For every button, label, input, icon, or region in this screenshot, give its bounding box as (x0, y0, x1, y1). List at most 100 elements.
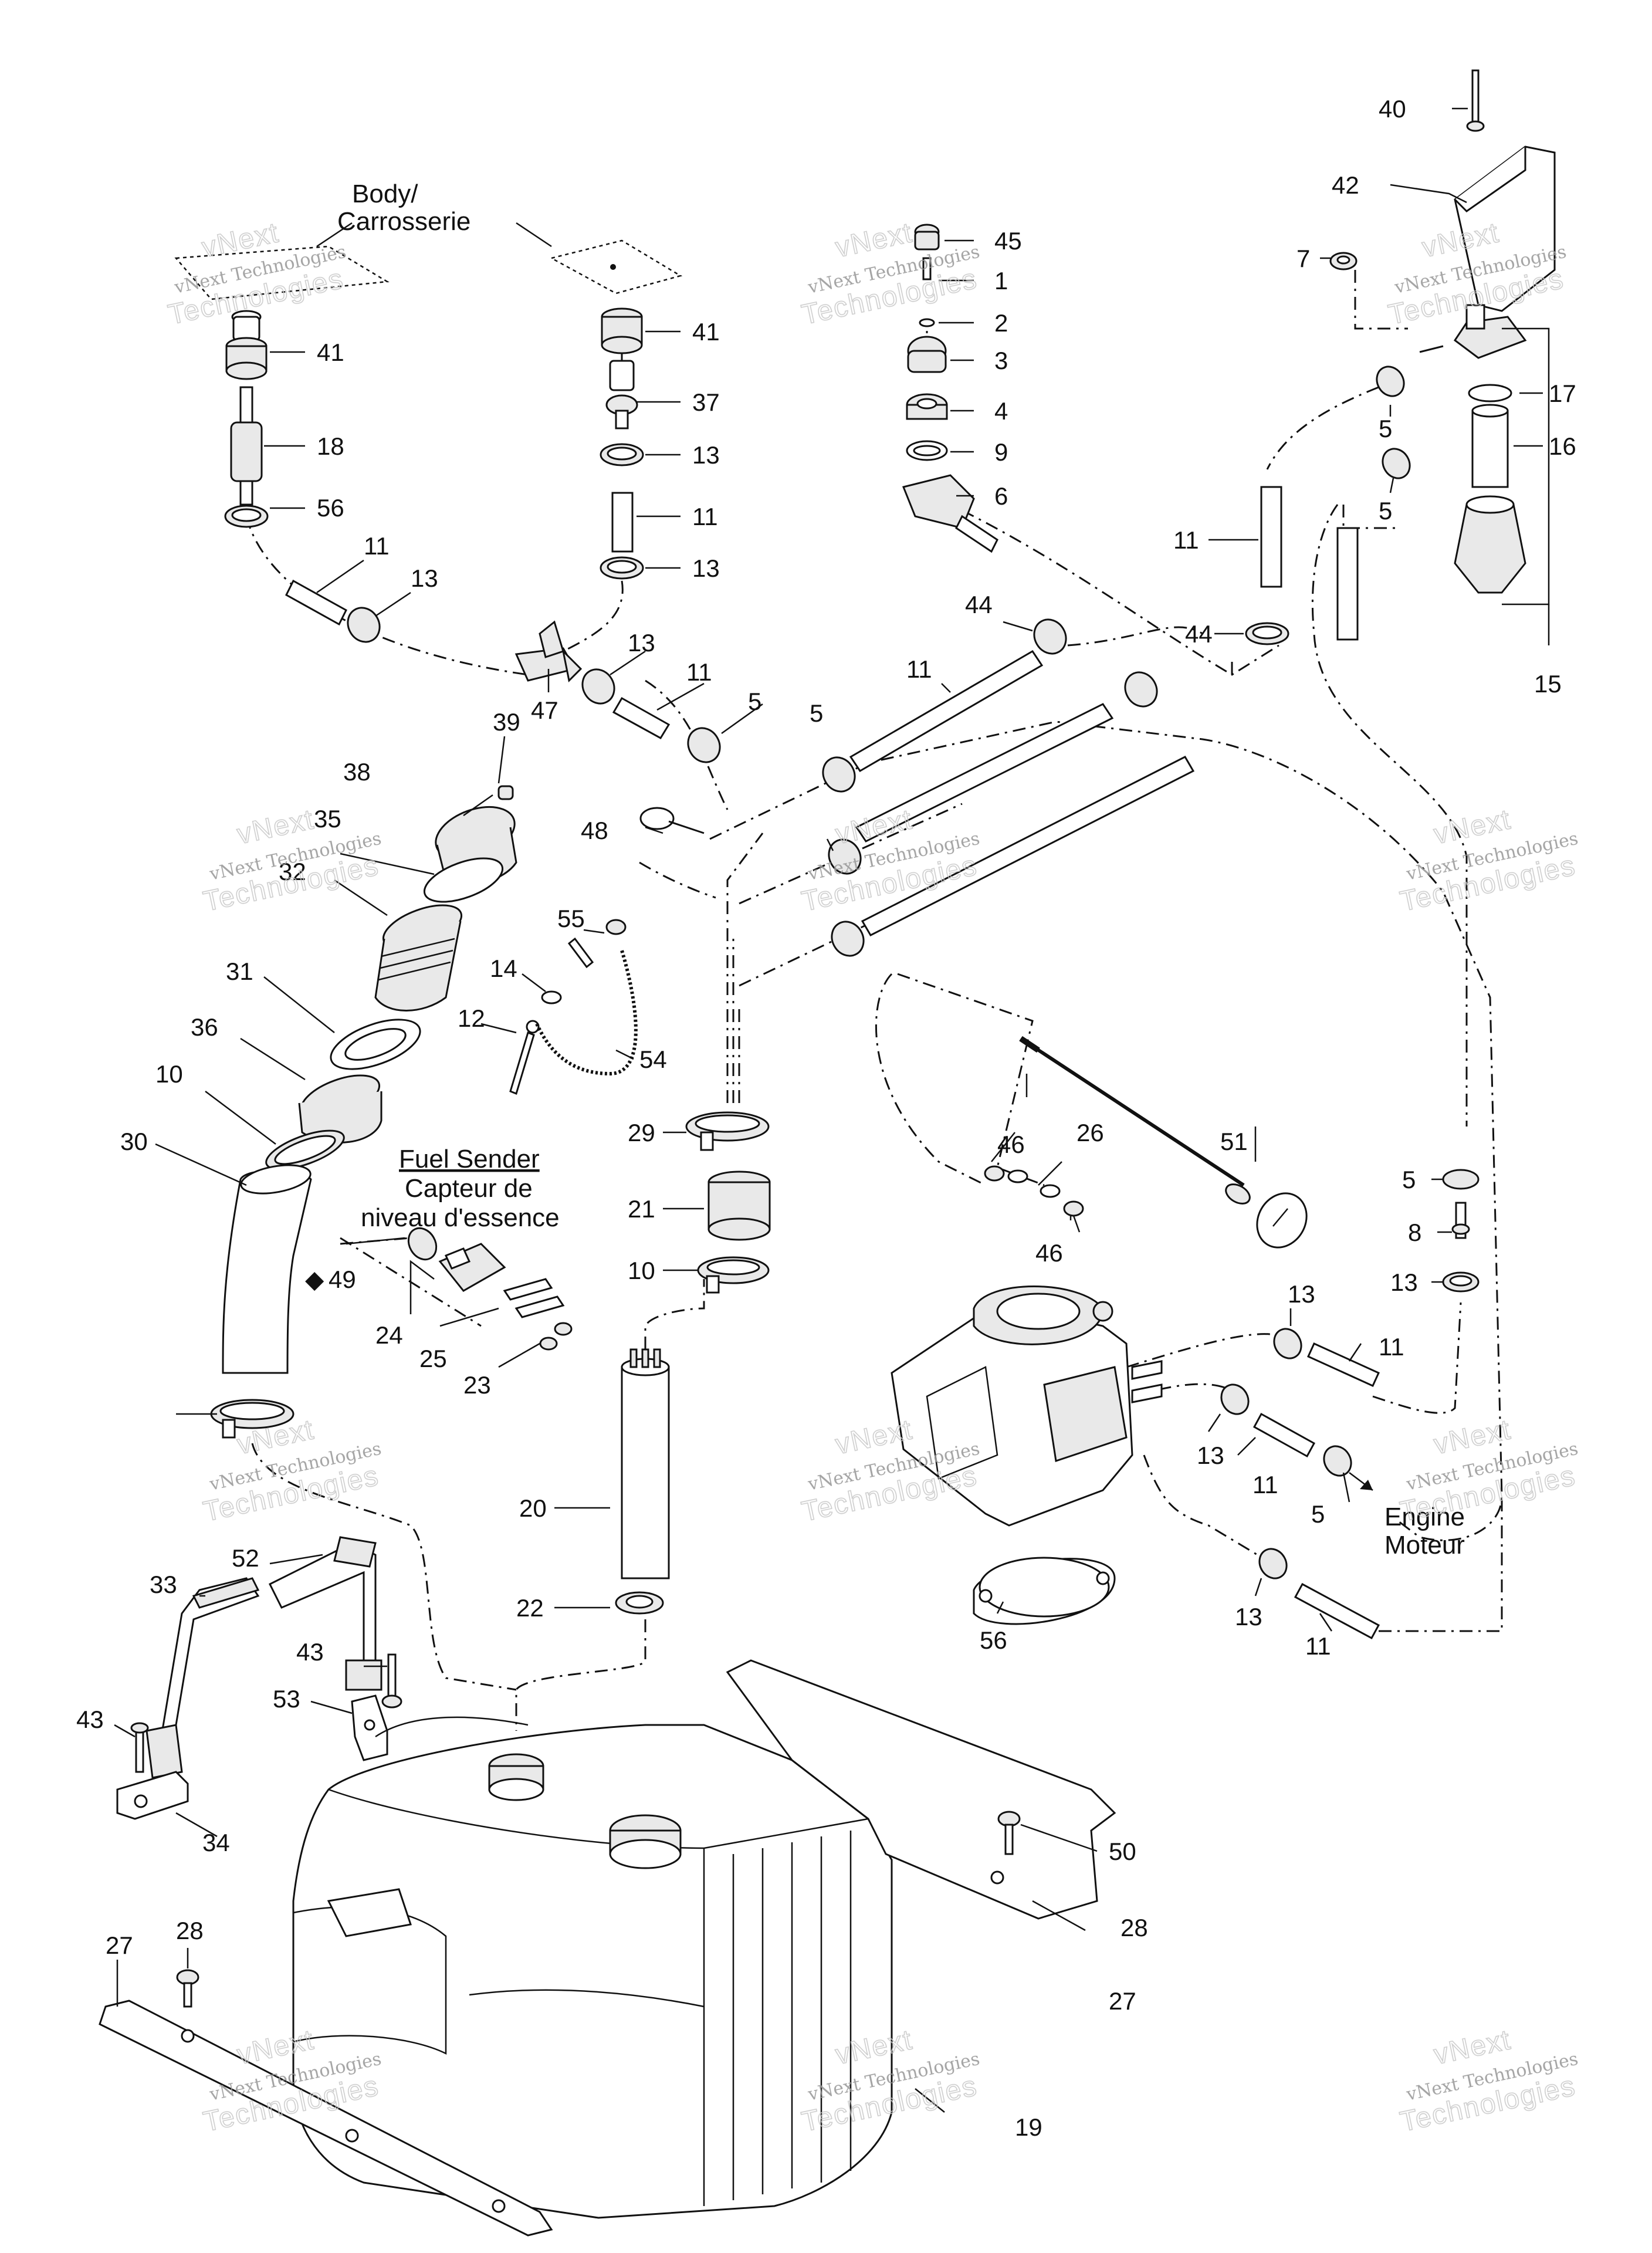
callout-27-right: 27 (1109, 1987, 1136, 2015)
hose-11-carb-a (1307, 1342, 1380, 1387)
callout-21: 21 (628, 1195, 655, 1223)
callout-55: 55 (557, 905, 585, 932)
grommet-41-left (225, 310, 268, 380)
callout-13-carb-b: 13 (1197, 1442, 1224, 1469)
nut-23 (539, 1322, 573, 1351)
nut-46-b (1063, 1200, 1084, 1233)
callout-49: 49 (329, 1266, 356, 1293)
hose-11-vert-a (1260, 486, 1282, 588)
callout-15: 15 (1534, 670, 1562, 698)
callout-5-carb: 5 (1311, 1500, 1325, 1528)
clamp-44-c (1245, 622, 1289, 645)
callout-48: 48 (581, 817, 608, 844)
washer-14 (541, 990, 562, 1004)
watermark-5: vNext vNext Technologies Technologies (798, 803, 981, 918)
callout-54: 54 (639, 1046, 667, 1073)
callout-13-right: 13 (1390, 1268, 1418, 1296)
callout-5-y: 5 (748, 688, 761, 715)
clamp-13-right-line (1442, 1271, 1480, 1293)
fuel-filter-18 (230, 386, 263, 506)
callout-20: 20 (519, 1494, 547, 1522)
screw-55 (567, 919, 627, 969)
clamp-5-lower-right (1382, 448, 1411, 479)
callout-3: 3 (994, 347, 1008, 374)
callout-44-b: 44 (1185, 620, 1213, 648)
screw-28-left (176, 1969, 199, 2008)
callout-8: 8 (1408, 1219, 1421, 1246)
callout-25: 25 (419, 1345, 447, 1372)
drop-symbol-icon: ◆ (305, 1266, 324, 1293)
callout-43-b: 43 (76, 1706, 104, 1733)
body-panel-right (549, 239, 683, 295)
clamp-13-carb-b (1220, 1383, 1250, 1415)
clamp-10-mid (697, 1256, 770, 1294)
callout-10-a: 10 (155, 1060, 183, 1088)
callout-39: 39 (493, 708, 520, 736)
callout-51: 51 (1220, 1128, 1248, 1155)
pin-12 (509, 1020, 540, 1095)
callout-13-carb-a: 13 (1288, 1280, 1315, 1308)
callout-47: 47 (531, 696, 558, 724)
hose-11-mid (611, 492, 634, 553)
screw-43-upper (381, 1653, 402, 1709)
grommet-41-right (601, 307, 643, 354)
clamp-13-carb-c (1258, 1548, 1288, 1579)
o-ring-17 (1468, 384, 1512, 402)
callout-53: 53 (273, 1685, 300, 1713)
carburetor (891, 1286, 1163, 1527)
fuel-valve-6 (902, 474, 998, 553)
grommet-49 (407, 1227, 438, 1261)
carb-gasket-56 (973, 1557, 1116, 1625)
clamp-13-carb-a (1273, 1328, 1302, 1359)
clamp-5-carb (1323, 1445, 1373, 1491)
clamp-10-upper-left (265, 1129, 345, 1171)
filler-neck-32 (374, 904, 463, 1012)
skid-plate-27-right (726, 1659, 1116, 1920)
nut-7 (1329, 252, 1358, 270)
tether-chain-54 (535, 950, 638, 1076)
callout-19: 19 (1015, 2113, 1042, 2141)
fuel-sender-20 (621, 1348, 670, 1579)
svg-text:vNext: vNext (833, 1414, 916, 1460)
filter-head-15 (1419, 304, 1527, 359)
callout-40: 40 (1379, 95, 1406, 123)
nut-4 (906, 393, 948, 420)
callout-5-right-a: 5 (1379, 415, 1392, 442)
gasket-22 (615, 1591, 664, 1615)
filler-hose-30 (222, 1164, 312, 1374)
callout-11-carb-b: 11 (1252, 1471, 1278, 1498)
hose-11-long-c (861, 756, 1195, 936)
washer-26 (1007, 1169, 1061, 1198)
clamp-5-c (831, 921, 865, 957)
clamp-44-a (1033, 618, 1067, 655)
terminals-25 (503, 1278, 565, 1318)
strap-33 (145, 1577, 260, 1779)
knob-45 (914, 224, 940, 251)
callout-41-left: 41 (317, 339, 344, 366)
callout-5-right-c: 5 (1402, 1166, 1416, 1193)
clamp-13-mid-lower (600, 556, 644, 580)
strap-52 (268, 1536, 382, 1691)
watermark-9: vNext vNext Technologies Technologies (1397, 1413, 1580, 1528)
callout-13-carb-c: 13 (1235, 1603, 1262, 1630)
screw-28-right (997, 1811, 1021, 1855)
screw-43-lower (130, 1722, 149, 1773)
watermark-2: vNext vNext Technologies Technologies (798, 216, 981, 331)
callout-32: 32 (279, 858, 306, 885)
nut-36 (298, 1074, 382, 1144)
callout-7: 7 (1296, 245, 1310, 272)
body-panel-left (174, 245, 390, 300)
callout-52: 52 (232, 1544, 259, 1572)
clamp-56 (224, 505, 269, 528)
watermark-4: vNext vNext Technologies Technologies (200, 803, 383, 918)
callout-56-gasket: 56 (980, 1626, 1007, 1654)
callout-11-top: 11 (906, 655, 932, 683)
clip-48 (639, 807, 705, 834)
grommet-21 (707, 1171, 771, 1241)
callout-16: 16 (1549, 432, 1576, 460)
assembly-bracket-15 (1502, 327, 1550, 605)
annotations: Body/ Carrosserie Fuel Sender Capteur de… (305, 180, 1465, 1559)
y-fitting-47 (514, 620, 583, 683)
hose-11-vert-b (1336, 527, 1359, 641)
